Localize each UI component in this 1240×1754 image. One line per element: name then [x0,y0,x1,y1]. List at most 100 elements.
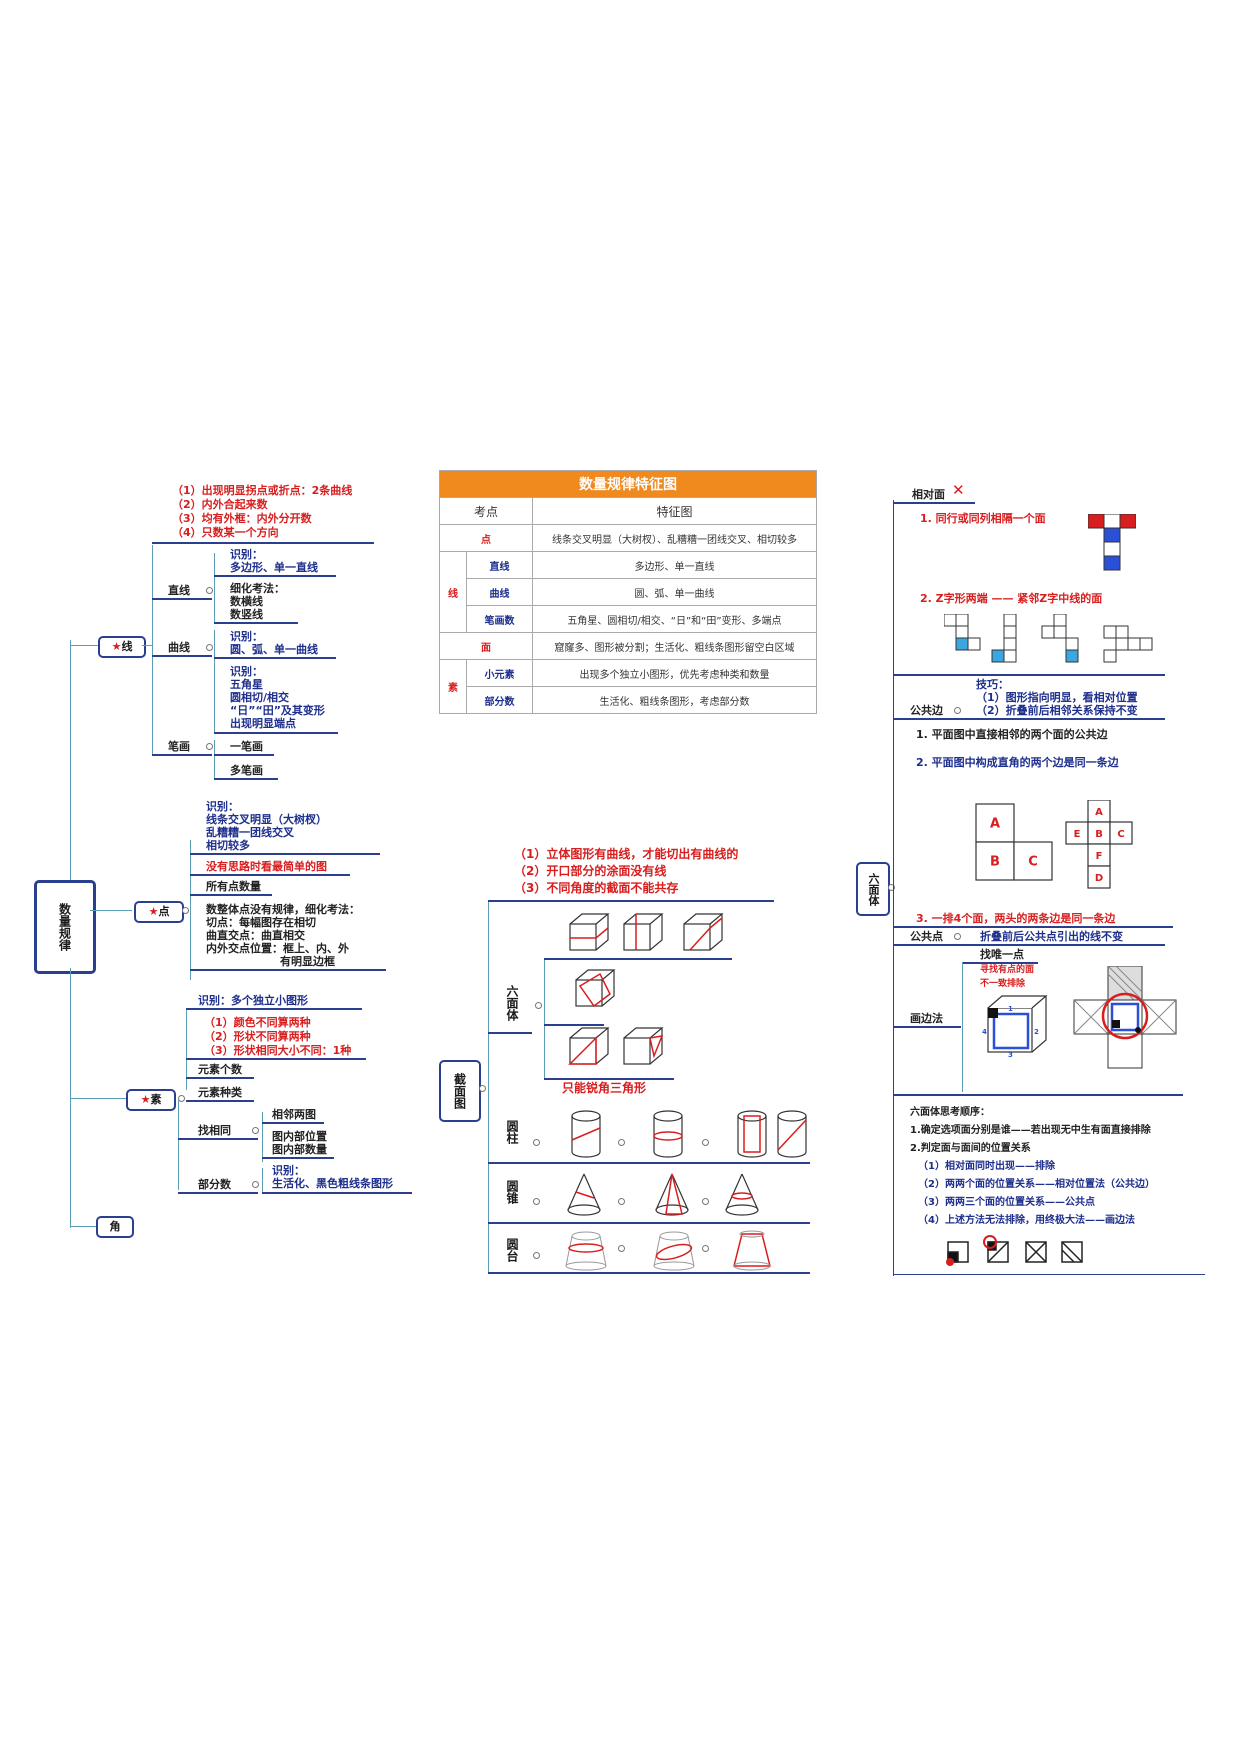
edge-tip-3: （2）折叠前后相邻关系保持不变 [976,704,1138,717]
edge-rule-3: 3. 一排4个面，两头的两条边是同一条边 [916,912,1116,925]
table-cell-key: 部分数 [466,686,533,714]
collapse-icon[interactable] [618,1198,625,1205]
element-same-2: 图内部位置 [272,1130,327,1143]
line-note-1: （1）出现明显拐点或折点：2条曲线 [172,484,353,497]
collapse-icon[interactable] [702,1245,709,1252]
order-step-4: （2）两两个面的位置关系——相对位置法（公共边） [918,1179,1155,1190]
collapse-icon[interactable] [479,1085,486,1092]
line-branch-vertical [152,545,153,755]
underline [214,778,278,780]
underline [190,874,350,876]
table-cell-desc: 线条交叉明显（大树杈）、乱糟糟一团线交叉、相切较多 [531,524,818,552]
collapse-icon[interactable] [954,707,961,714]
collapse-icon[interactable] [206,644,213,651]
cube-root-label: 六面体 [867,872,880,906]
underline [178,1138,258,1140]
trunk-up [70,640,71,880]
point-vertical [190,840,191,980]
part-vertical [262,1168,263,1194]
collapse-icon[interactable] [954,933,961,940]
drawedge-hint-1: 寻找有点的面 [980,965,1035,975]
underline [962,962,1038,964]
table-title: 数量规律特征图 [439,470,817,498]
table-row: 部分数 生活化、粗线条图形，考虑部分数 [440,686,818,714]
collapse-icon[interactable] [535,1002,542,1009]
cone-label: 圆锥 [505,1180,519,1204]
section-vertical [488,900,489,1272]
point-detail-2: 切点：每幅图存在相切 [206,916,316,929]
connector [142,645,152,646]
table-cell-key: 直线 [466,551,533,579]
table-cell-desc: 圆、弧、单一曲线 [531,578,818,606]
letter-b: B [990,855,1000,870]
straight-underline [152,598,212,600]
letter-f: F [1096,851,1103,862]
element-kinds: 元素种类 [198,1086,242,1099]
collapse-icon[interactable] [533,1198,540,1205]
underline [262,1192,412,1194]
underline [262,1122,324,1124]
edge-label: 公共边 [910,704,943,717]
edge-num-3: 3 [1008,1051,1013,1058]
drawedge-hint-2: 不一致排除 [980,979,1026,989]
branch-angle [70,1226,96,1227]
mindmap-root-node: 数量规律 [34,880,96,974]
edge-rule-1: 1. 平面图中直接相邻的两个面的公共边 [916,728,1108,741]
underline [544,1078,674,1080]
underline [893,1274,1205,1275]
point-node[interactable]: ★点 [134,901,184,923]
table-header-desc: 特征图 [531,497,818,525]
collapse-icon[interactable] [888,884,895,891]
table-cell-desc: 多边形、单一直线 [531,551,818,579]
underline [488,1162,810,1164]
collapse-icon[interactable] [252,1181,259,1188]
triangle-note: 只能锐角三角形 [562,1081,647,1095]
abc-net: A B C A E B C F D [975,800,1133,889]
curve-identify-2: 圆、弧、单一曲线 [230,643,318,656]
cylinder-label: 圆柱 [505,1120,519,1144]
collapse-icon[interactable] [533,1139,540,1146]
collapse-icon[interactable] [533,1252,540,1259]
underline [488,1032,532,1034]
collapse-icon[interactable] [618,1139,625,1146]
collapse-icon[interactable] [182,907,189,914]
table-cell-desc: 出现多个独立小图形，优先考虑种类和数量 [531,659,818,687]
collapse-icon[interactable] [702,1198,709,1205]
point-simple: 没有思路时看最简单的图 [206,860,327,873]
collapse-icon[interactable] [252,1127,259,1134]
z-shape-nets [944,614,1153,663]
collapse-icon[interactable] [702,1139,709,1146]
underline [178,1192,258,1194]
section-cube-shapes [568,913,724,1065]
point-node-label: 点 [158,905,170,918]
order-title: 六面体思考顺序： [910,1107,990,1118]
straight-identify-2: 多边形、单一直线 [230,561,318,574]
cube-root-node[interactable]: 六面体 [856,862,890,916]
letter-c: C [1028,855,1038,870]
element-same-3: 图内部数量 [272,1143,327,1156]
line-node[interactable]: ★线 [98,636,146,658]
angle-node[interactable]: 角 [96,1216,134,1238]
underline [544,1024,604,1026]
order-step-3: （1）相对面同时出现——排除 [918,1161,1055,1172]
collapse-icon[interactable] [206,743,213,750]
underline [214,657,336,659]
branch-element [70,1098,126,1099]
curve-detail-3: 圆相切/相交 [230,691,290,704]
point-all: 所有点数量 [206,880,261,893]
curve-detail-4: “日”“田”及其变形 [230,704,325,717]
point-detail-1: 数整体点没有规律，细化考法： [206,903,360,916]
collapse-icon[interactable] [618,1245,625,1252]
collapse-icon[interactable] [178,1095,185,1102]
table-row: 点 线条交叉明显（大树杈）、乱糟糟一团线交叉、相切较多 [439,524,818,552]
section-note-1: （1）立体图形有曲线，才能切出有曲线的 [514,847,739,861]
letter-e: E [1074,829,1081,840]
underline [544,958,732,960]
straight-detail-1: 细化考法： [230,582,285,595]
section-root-node[interactable]: 截面图 [439,1060,481,1122]
letter-a2: A [1095,807,1103,818]
stroke-label: 笔画 [168,740,190,753]
collapse-icon[interactable] [206,587,213,594]
element-node[interactable]: ★素 [126,1089,176,1111]
